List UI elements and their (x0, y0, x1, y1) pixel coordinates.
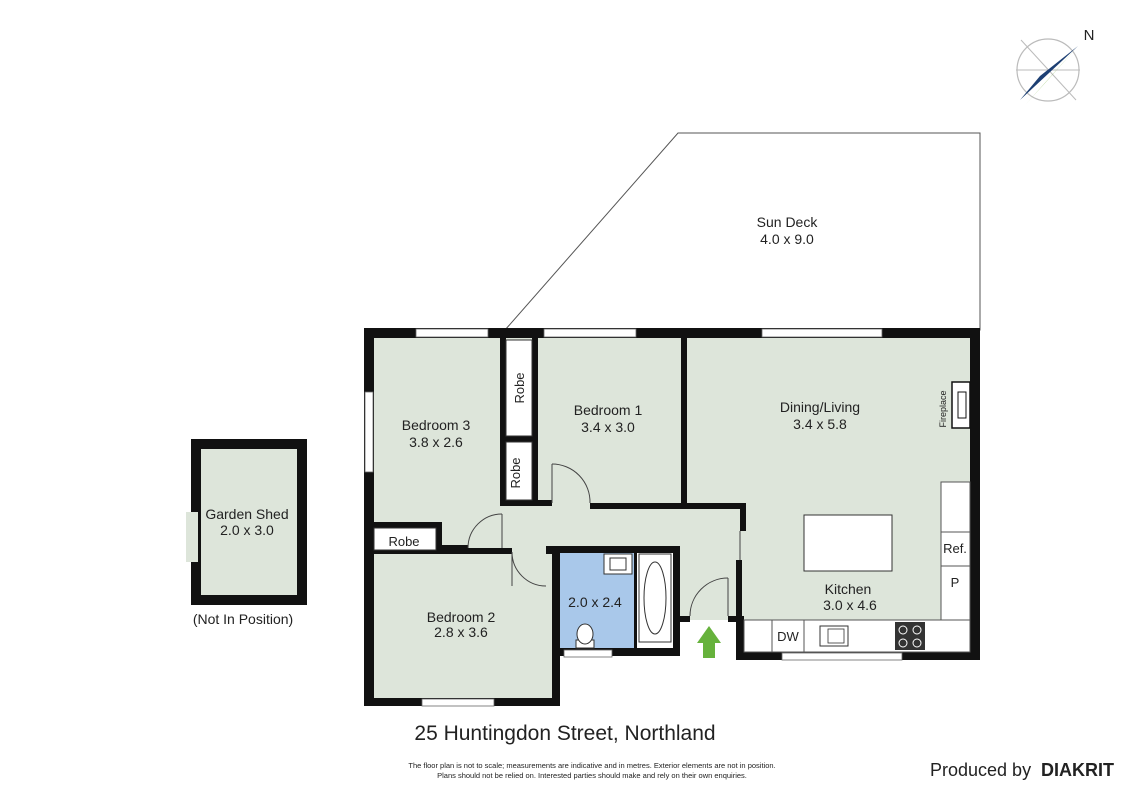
robe-bedroom2 (373, 527, 437, 551)
entry-arrow-icon (697, 626, 721, 658)
windows (364, 328, 903, 707)
bedroom2-size: 2.8 x 3.6 (434, 624, 488, 640)
bedroom2-name: Bedroom 2 (427, 609, 496, 625)
fireplace-label: Fireplace (938, 390, 948, 427)
sun-deck-size: 4.0 x 9.0 (760, 231, 814, 247)
bedroom1-name: Bedroom 1 (574, 402, 643, 418)
kitchen-counter-bottom (743, 619, 971, 653)
robe-label-bedroom1-lower: Robe (508, 457, 523, 488)
disclaimer-line1: The floor plan is not to scale; measurem… (408, 761, 775, 770)
kitchen-island (803, 514, 893, 572)
pantry-label: P (951, 575, 960, 590)
address-title: 25 Huntingdon Street, Northland (414, 722, 715, 745)
bedroom3-name: Bedroom 3 (402, 417, 471, 433)
diakrit-logo: DIAKRIT (1041, 760, 1114, 780)
robe-bedroom1-upper (505, 339, 533, 437)
cooktop (895, 622, 925, 650)
bedroom3-size: 3.8 x 2.6 (409, 434, 463, 450)
robe-label-bedroom1-upper: Robe (512, 372, 527, 403)
dishwasher-label: DW (777, 629, 799, 644)
fireplace-hearth (957, 391, 967, 419)
interior-walls (372, 336, 746, 649)
sink-basin (827, 628, 845, 644)
bathroom-size: 2.0 x 2.4 (568, 594, 622, 610)
compass-north-label: N (1084, 27, 1095, 44)
robe-bedroom1-lower (505, 441, 533, 501)
fridge-label: Ref. (943, 541, 967, 556)
garden-shed-name: Garden Shed (205, 506, 288, 522)
dining-living-name: Dining/Living (780, 399, 860, 415)
garden-shed-size: 2.0 x 3.0 (220, 522, 274, 538)
sun-deck-outline (503, 132, 981, 331)
not-in-position-note: (Not In Position) (193, 611, 293, 627)
produced-by-label: Produced by (930, 760, 1031, 780)
shed-door-gap (186, 512, 198, 562)
room-labels: Sun Deck 4.0 x 9.0 Bedroom 3 3.8 x 2.6 B… (193, 27, 1114, 780)
compass-icon (1016, 38, 1080, 104)
disclaimer-line2: Plans should not be relied on. Intereste… (437, 771, 747, 780)
kitchen-counter-right (940, 481, 971, 621)
kitchen-size: 3.0 x 4.6 (823, 597, 877, 613)
bathroom-fixtures (575, 553, 672, 649)
dining-living-size: 3.4 x 5.8 (793, 416, 847, 432)
sun-deck-name: Sun Deck (757, 214, 819, 230)
kitchen-name: Kitchen (825, 581, 872, 597)
robe-label-bedroom2: Robe (388, 534, 419, 549)
bedroom1-size: 3.4 x 3.0 (581, 419, 635, 435)
